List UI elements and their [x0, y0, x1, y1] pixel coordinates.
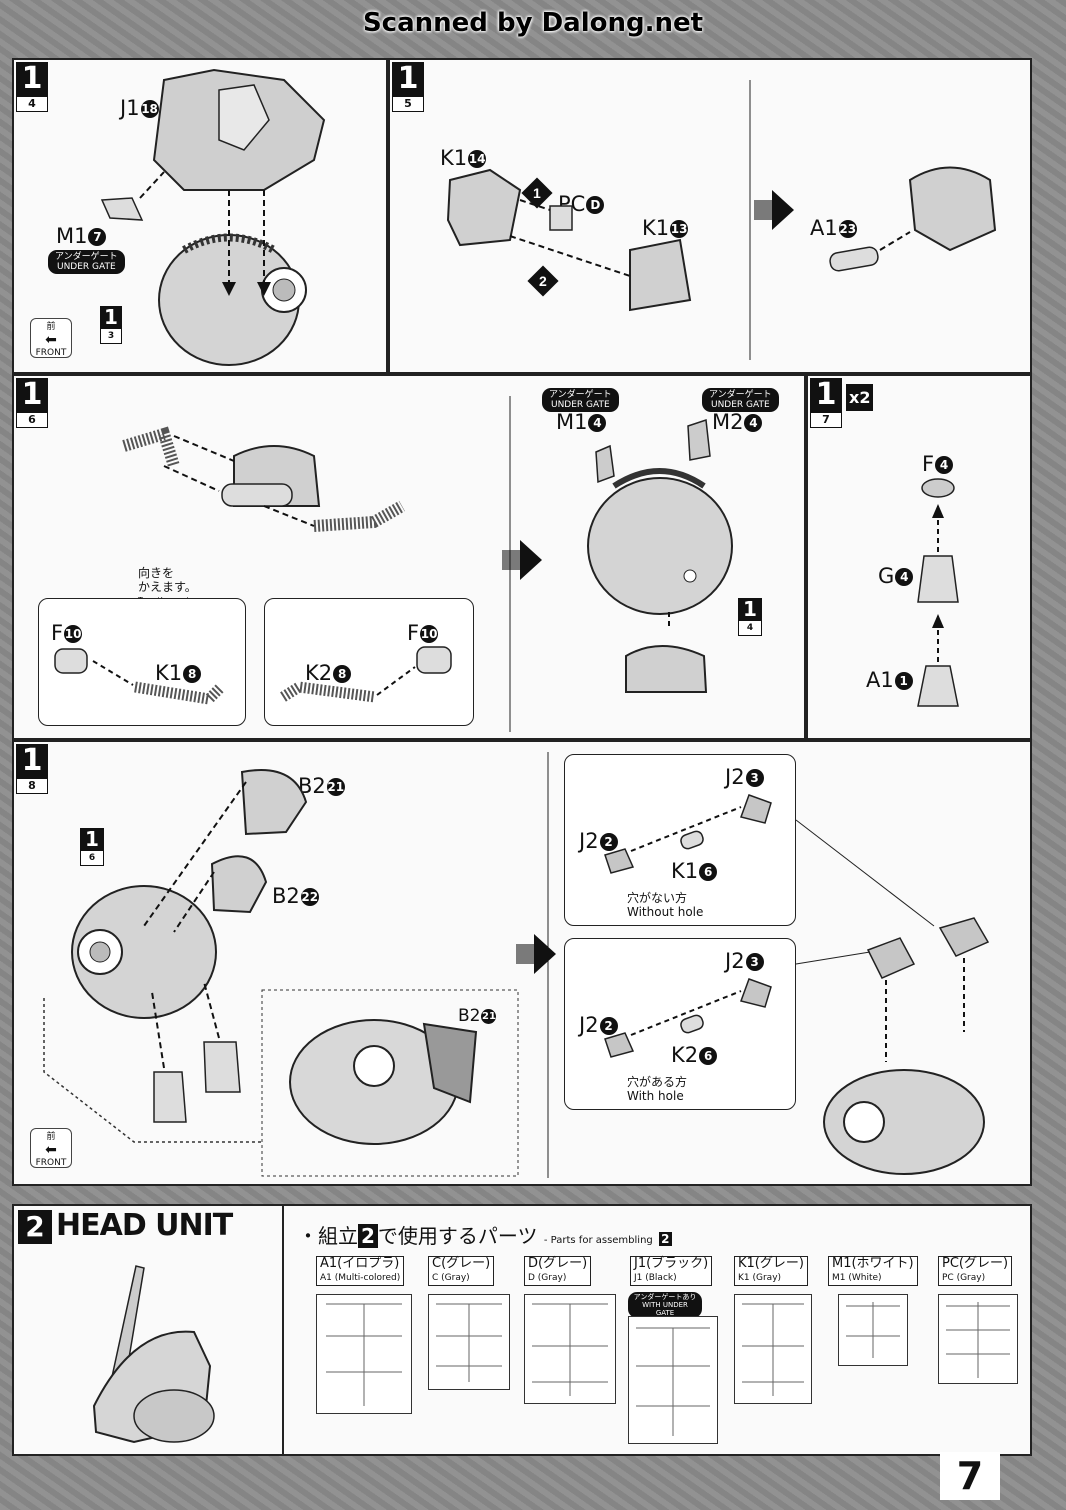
note-jp: 穴がある方 [627, 1075, 688, 1089]
runner-label-c: C(グレー)C (Gray) [428, 1256, 495, 1286]
runner-label-a1: A1(イロプラ)A1 (Multi-colored) [316, 1256, 405, 1286]
note-en: With hole [627, 1089, 684, 1103]
flow-arrow [516, 934, 556, 974]
multiplier-badge: x2 [846, 384, 874, 411]
runner-label-k1: K1(グレー)K1 (Gray) [734, 1256, 808, 1286]
flow-arrow [502, 540, 542, 580]
thruster-stack-illustration [917, 478, 959, 707]
runner-sprue-pattern [326, 1302, 1010, 1436]
runner-label-d: D(グレー)D (Gray) [524, 1256, 592, 1286]
head-unit-preview: 2 HEAD UNIT [14, 1206, 284, 1454]
step-2-marker: 2 [18, 1210, 52, 1244]
runner-label-m1: M1(ホワイト)M1 (White) [828, 1256, 918, 1286]
note-jp: 穴がない方 [627, 891, 688, 905]
head-assembly-illustration [100, 68, 326, 366]
pipe-assembly-illustration [122, 396, 733, 732]
head-unit-title: HEAD UNIT [56, 1208, 233, 1243]
arm-assembly-illustration [43, 752, 990, 1178]
front-indicator: 前⬅FRONT [30, 1128, 72, 1168]
with-under-gate-badge: アンダーゲートあり WITH UNDER GATE [628, 1292, 702, 1318]
head-unit-illustration [92, 1265, 215, 1444]
runner-label-j1: J1(ブラック)J1 (Black) [630, 1256, 713, 1286]
head-parts-illustration [446, 80, 997, 360]
note-en: Without hole [627, 905, 704, 919]
panel-step-1-6: 16 向きを かえます。 Turn the part. F10 K18 F10 … [12, 374, 806, 740]
front-indicator: 前⬅FRONT [30, 318, 72, 358]
turn-note-jp: 向きを かえます。 [138, 566, 197, 594]
scan-credit: Scanned by Dalong.net [362, 8, 704, 38]
runner-label-pc: PC(グレー)PC (Gray) [938, 1256, 1013, 1286]
page-number: 7 [940, 1452, 1000, 1500]
flow-arrow [754, 190, 794, 230]
